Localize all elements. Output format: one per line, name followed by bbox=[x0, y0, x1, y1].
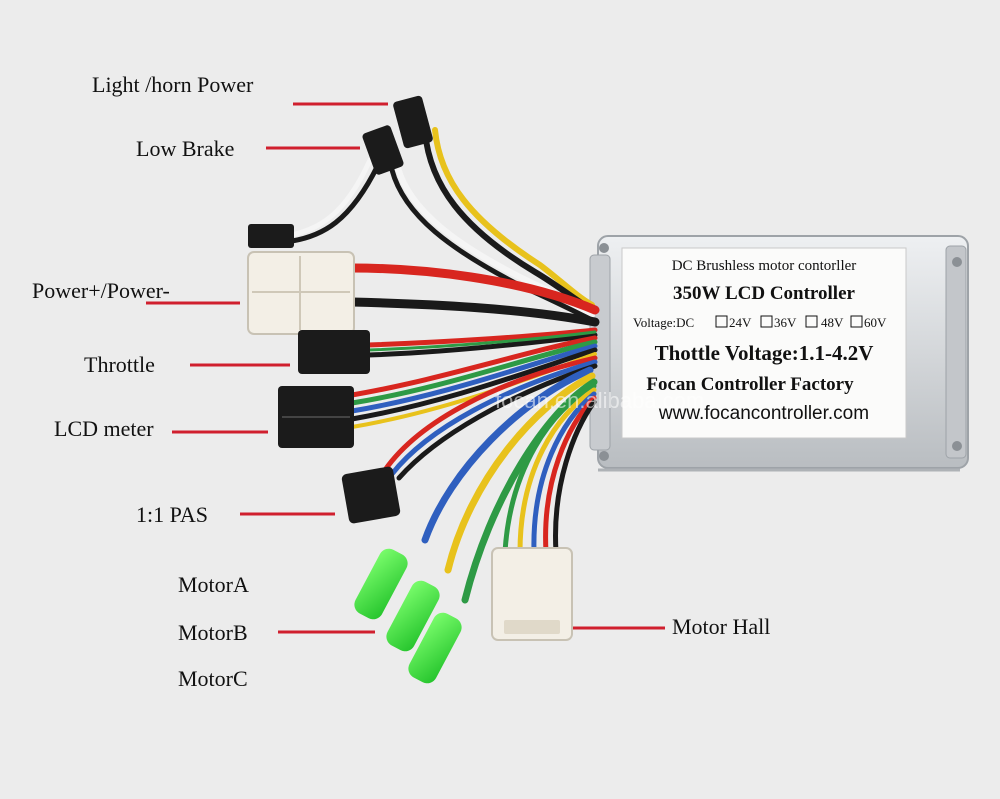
throttle-connector bbox=[298, 330, 370, 374]
voltage-option-48v: 48V bbox=[821, 315, 844, 330]
label-power: Power+/Power- bbox=[32, 278, 170, 303]
controller-line-5: Focan Controller Factory bbox=[646, 374, 854, 395]
label-motor-hall: Motor Hall bbox=[672, 614, 770, 639]
power-connector bbox=[247, 251, 355, 335]
pigtail-connector bbox=[248, 224, 294, 248]
label-motor-b: MotorB bbox=[178, 620, 248, 645]
voltage-option-24v: 24V bbox=[729, 315, 752, 330]
voltage-prefix: Voltage:DC bbox=[633, 315, 694, 330]
label-lcd-meter: LCD meter bbox=[54, 416, 154, 441]
lcd-meter-connector bbox=[278, 386, 354, 448]
light-horn-connector bbox=[393, 95, 433, 149]
controller-line-4: Thottle Voltage:1.1-4.2V bbox=[655, 341, 874, 365]
motor-phase-tips bbox=[354, 548, 462, 684]
voltage-row: Voltage:DC 24V 36V 48V 60V bbox=[633, 315, 887, 330]
label-light-horn-power: Light /horn Power bbox=[92, 72, 254, 97]
wire-harness bbox=[289, 127, 600, 604]
checkbox-60v bbox=[850, 315, 863, 328]
leader-lines bbox=[146, 102, 665, 634]
checkbox-36v bbox=[760, 315, 773, 328]
watermark: focan.en.alibaba.com bbox=[495, 388, 704, 413]
controller-line-6: www.focancontroller.com bbox=[658, 403, 869, 424]
checkbox-48v bbox=[805, 315, 818, 328]
voltage-option-36v: 36V bbox=[774, 315, 797, 330]
voltage-option-60v: 60V bbox=[864, 315, 887, 330]
controller-line-1: DC Brushless motor contorller bbox=[672, 258, 857, 274]
label-pas: 1:1 PAS bbox=[136, 502, 208, 527]
motor-hall-connector bbox=[491, 547, 573, 641]
controller-label: DC Brushless motor contorller 350W LCD C… bbox=[621, 247, 907, 439]
checkbox-24v bbox=[715, 315, 728, 328]
low-brake-connector bbox=[362, 125, 404, 175]
controller-line-2: 350W LCD Controller bbox=[673, 283, 855, 304]
label-motor-c: MotorC bbox=[178, 666, 248, 691]
pas-connector bbox=[341, 466, 401, 524]
label-motor-a: MotorA bbox=[178, 572, 249, 597]
label-low-brake: Low Brake bbox=[136, 136, 234, 161]
label-throttle: Throttle bbox=[84, 352, 155, 377]
